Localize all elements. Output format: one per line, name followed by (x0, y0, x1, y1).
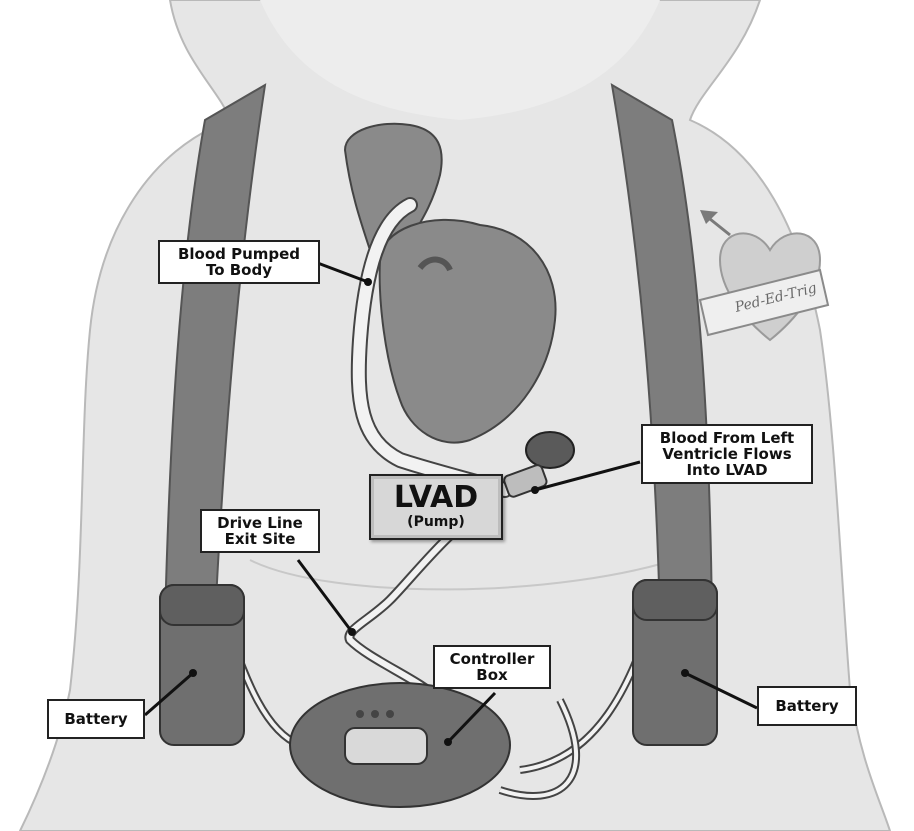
heart-vessel (417, 256, 453, 272)
label-blood-from-lv: Blood From Left Ventricle Flows Into LVA… (641, 424, 813, 484)
label-battery-left: Battery (47, 699, 145, 739)
leader-blood-from-lv (534, 460, 641, 492)
lvad-label: LVAD (Pump) (369, 474, 503, 540)
leader-battery-right (684, 671, 758, 710)
label-controller: Controller Box (433, 645, 551, 689)
controller-light-3 (386, 710, 394, 718)
tattoo-banner (698, 268, 830, 337)
pump-connector (503, 464, 548, 498)
controller-screen (344, 727, 428, 765)
label-battery-right: Battery (757, 686, 857, 726)
controller-light-1 (356, 710, 364, 718)
lvad-subtitle: (Pump) (407, 514, 465, 530)
chest-curve (249, 554, 691, 591)
leader-battery-left (144, 671, 194, 717)
label-blood-pumped: Blood Pumped To Body (158, 240, 320, 284)
lvad-pump (525, 431, 575, 469)
leader-blood-pumped (314, 260, 369, 284)
neck-shade (260, 0, 660, 120)
heart (378, 218, 557, 444)
lvad-title: LVAD (393, 480, 479, 515)
controller-light-2 (371, 710, 379, 718)
leader-controller (446, 691, 497, 744)
label-drive-line: Drive Line Exit Site (200, 509, 320, 553)
leader-drive-line (296, 559, 354, 633)
